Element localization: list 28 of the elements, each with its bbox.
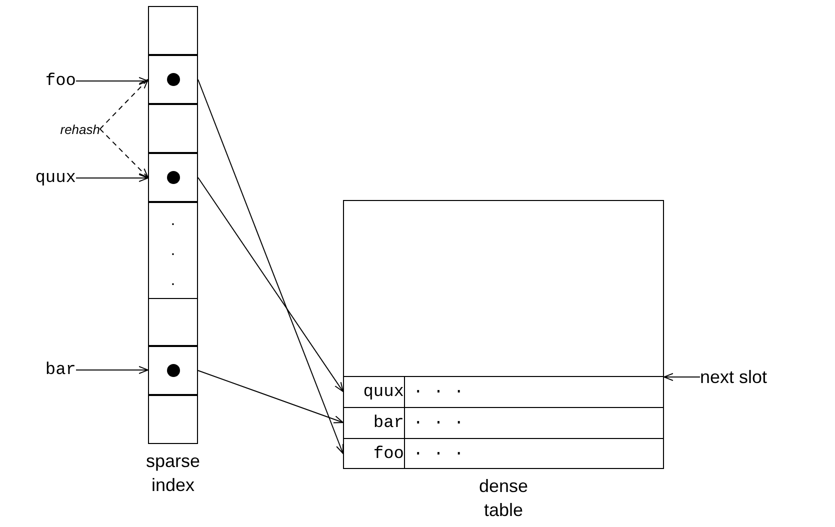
arrow (76, 366, 148, 374)
arrow (76, 77, 148, 85)
index-slot (148, 153, 198, 202)
dashed-arrow (100, 128, 148, 178)
table-key-cell: quux (343, 376, 405, 407)
arrow (76, 174, 148, 182)
index-slot (148, 298, 198, 346)
index-slot (148, 55, 198, 104)
table-key-cell: bar (343, 407, 405, 438)
pointer-label: next slot (700, 366, 810, 388)
arrow (198, 177, 344, 392)
rehash-label: rehash (50, 120, 100, 138)
dashed-arrow (100, 79, 148, 130)
table-caption: dense table (478, 475, 530, 522)
table-value-cell: · · · (405, 407, 663, 438)
key-label: foo (28, 70, 76, 92)
arrow (198, 79, 344, 454)
table-value-cell: · · · (405, 376, 663, 407)
index-slot (148, 104, 198, 153)
arrow (198, 370, 344, 424)
key-label: quux (16, 167, 76, 189)
key-label: bar (28, 359, 76, 381)
table-value-cell: · · · (405, 438, 663, 469)
index-slot (148, 346, 198, 395)
arrow (664, 373, 700, 381)
table-key-cell: foo (343, 438, 405, 469)
column-caption: sparse index (144, 450, 202, 497)
ellipsis-slot: . . . (148, 202, 198, 298)
